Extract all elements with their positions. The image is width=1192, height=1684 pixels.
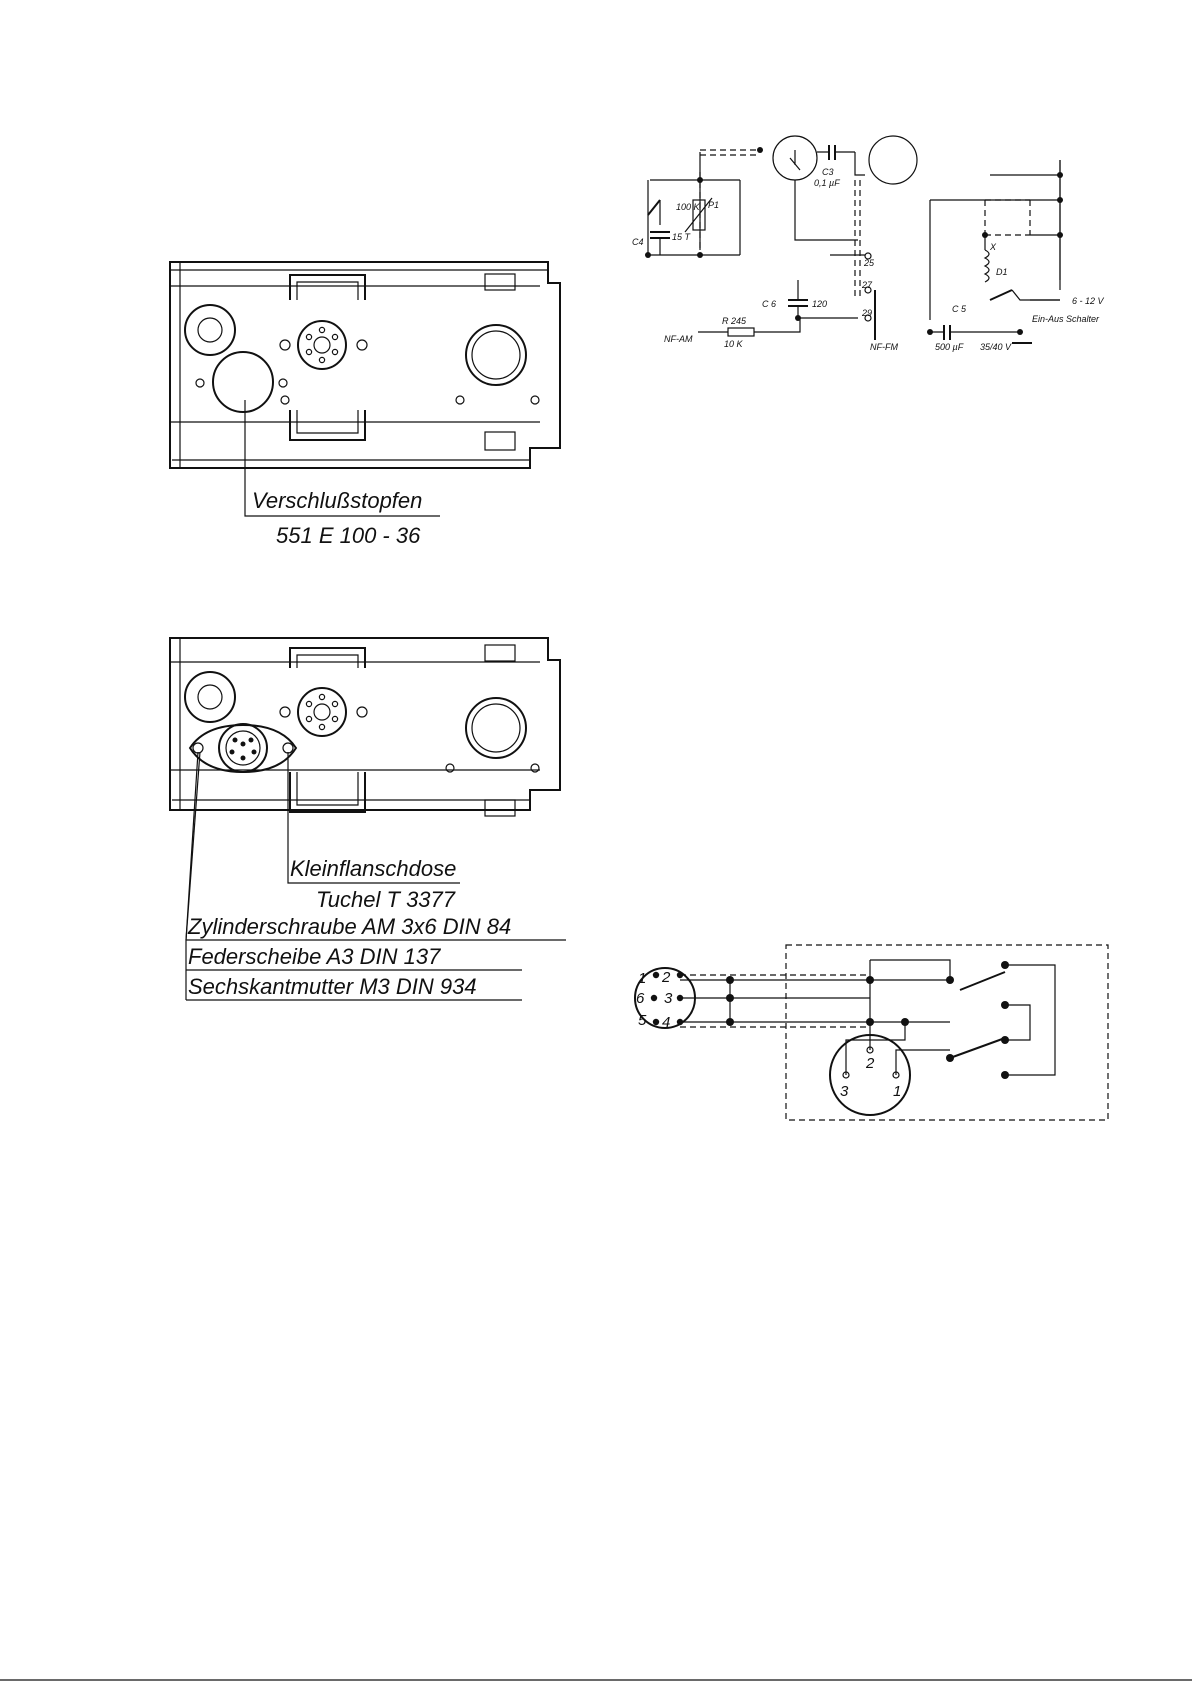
x-label: X: [989, 242, 997, 252]
pin-29: 29: [861, 308, 872, 318]
c4-label: C4: [632, 237, 644, 247]
voltage-label: 6 - 12 V: [1072, 296, 1105, 306]
pin-5-label: 5: [638, 1012, 647, 1029]
wiring-diagram: [635, 945, 1108, 1120]
c4-value: 15 T: [672, 232, 692, 242]
c6-label: C 6: [762, 299, 776, 309]
p1-label: P1: [708, 200, 719, 210]
plug-part-number: 551 E 100 - 36: [276, 523, 421, 548]
round-pin-3-label: 3: [840, 1083, 849, 1100]
d1-label: D1: [996, 267, 1008, 277]
c3-value: 0,1 µF: [814, 178, 840, 188]
socket-sublabel: Tuchel T 3377: [316, 887, 456, 912]
c3-label: C3: [822, 167, 834, 177]
pin-4-label: 4: [662, 1014, 670, 1031]
round-pin-1-label: 1: [893, 1083, 901, 1100]
pin-27: 27: [861, 280, 873, 290]
part-screw: Zylinderschraube AM 3x6 DIN 84: [187, 914, 511, 939]
p1-value: 100 K: [676, 202, 701, 212]
c5-label: C 5: [952, 304, 967, 314]
part-nut: Sechskantmutter M3 DIN 934: [188, 974, 477, 999]
part-washer: Federscheibe A3 DIN 137: [188, 944, 441, 969]
nf-am-label: NF-AM: [664, 334, 693, 344]
pin-25: 25: [863, 258, 875, 268]
nf-fm-label: NF-FM: [870, 342, 898, 352]
socket-label: Kleinflanschdose: [290, 856, 456, 881]
round-pin-2-label: 2: [865, 1055, 875, 1072]
housing-top-drawing: [170, 262, 560, 516]
c5-value: 500 µF: [935, 342, 964, 352]
c6-value: 120: [812, 299, 827, 309]
r245-value: 10 K: [724, 339, 744, 349]
pin-3-label: 3: [664, 990, 673, 1007]
pin-1-label: 1: [638, 970, 646, 987]
plug-label: Verschlußstopfen: [252, 488, 422, 513]
pin-2-label: 2: [661, 969, 671, 986]
r245-label: R 245: [722, 316, 747, 326]
pin-6-label: 6: [636, 990, 645, 1007]
schematic-diagram: [645, 136, 1063, 343]
switch-label: Ein-Aus Schalter: [1032, 314, 1100, 324]
c5-rating: 35/40 V: [980, 342, 1012, 352]
